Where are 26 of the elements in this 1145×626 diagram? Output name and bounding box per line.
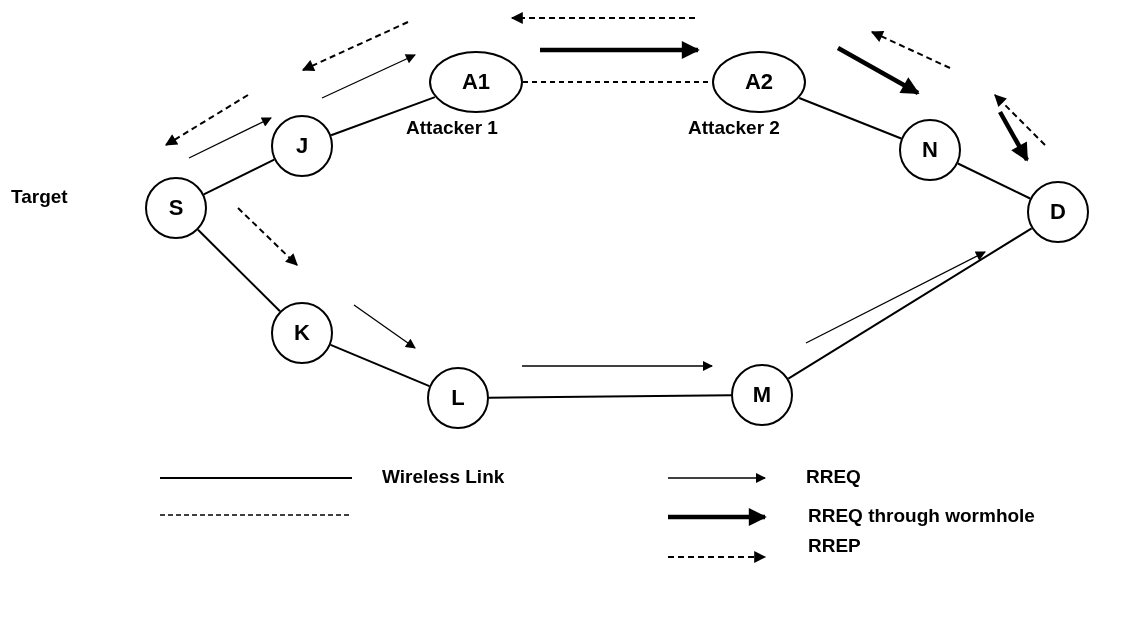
wireless-link-line: [956, 162, 1032, 200]
node-label: K: [294, 320, 310, 346]
legend-text: RREQ through wormhole: [808, 505, 1035, 527]
node-label: N: [922, 137, 938, 163]
wireless-link-line: [329, 343, 431, 388]
node-label: J: [295, 133, 309, 159]
node-caption: Attacker 2: [688, 117, 780, 139]
wireless-link-line: [197, 228, 281, 313]
wireless-link-line: [787, 227, 1033, 380]
node-label: L: [451, 385, 465, 411]
node-label: D: [1050, 199, 1066, 225]
wireless-link-line: [330, 96, 436, 137]
legend-text: Wireless Link: [382, 466, 505, 488]
target-label: Target: [11, 186, 68, 208]
node-label: S: [168, 195, 184, 221]
legend-text: RREP: [808, 535, 861, 557]
wireless-link-line: [798, 97, 903, 140]
node-label: A2: [744, 69, 774, 95]
node-caption: Attacker 1: [406, 117, 498, 139]
node-circle: [271, 115, 333, 177]
wireless-link-line: [202, 158, 276, 196]
node-label: M: [752, 382, 772, 408]
wireless-link-line: [488, 394, 732, 399]
legend-text: RREQ: [806, 466, 861, 488]
node-circle: [271, 302, 333, 364]
node-label: A1: [461, 69, 491, 95]
